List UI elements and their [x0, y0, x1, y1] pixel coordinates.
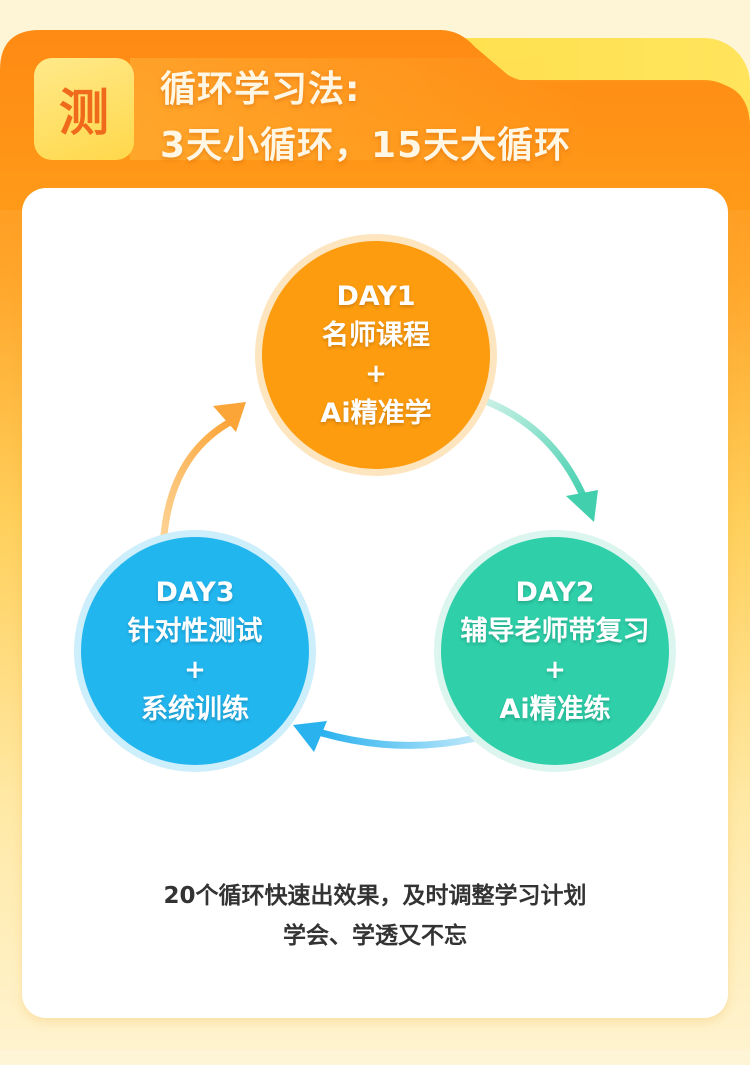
summary-line-2: 学会、学透又不忘 — [283, 923, 467, 949]
summary-line-1: 20个循环快速出效果，及时调整学习计划 — [163, 883, 587, 909]
page-title: 循环学习法: 3天小循环，15天大循环 — [160, 62, 571, 174]
node-line-2: Ai精准学 — [320, 398, 432, 429]
cycle-node-day2: DAY2 辅导老师带复习 + Ai精准练 — [441, 537, 669, 765]
summary-text: 20个循环快速出效果，及时调整学习计划 学会、学透又不忘 — [22, 876, 728, 956]
node-line-1: 名师课程 — [322, 320, 430, 351]
node-day-label: DAY2 — [515, 577, 595, 608]
node-day-label: DAY3 — [155, 577, 235, 608]
node-line-1: 辅导老师带复习 — [460, 616, 650, 647]
node-plus: + — [544, 655, 566, 685]
cycle-node-day3: DAY3 针对性测试 + 系统训练 — [81, 537, 309, 765]
node-day-label: DAY1 — [336, 281, 416, 312]
node-plus: + — [184, 655, 206, 685]
node-plus: + — [365, 359, 387, 389]
title-line-1: 循环学习法: — [160, 69, 361, 110]
node-line-2: 系统训练 — [141, 694, 249, 725]
node-line-1: 针对性测试 — [127, 616, 263, 647]
node-line-2: Ai精准练 — [499, 694, 611, 725]
title-line-2: 3天小循环，15天大循环 — [160, 125, 572, 166]
test-badge: 测 — [34, 58, 134, 160]
title-highlight-strip — [130, 58, 590, 160]
badge-char: 测 — [59, 84, 109, 142]
cycle-node-day1: DAY1 名师课程 + Ai精准学 — [262, 241, 490, 469]
